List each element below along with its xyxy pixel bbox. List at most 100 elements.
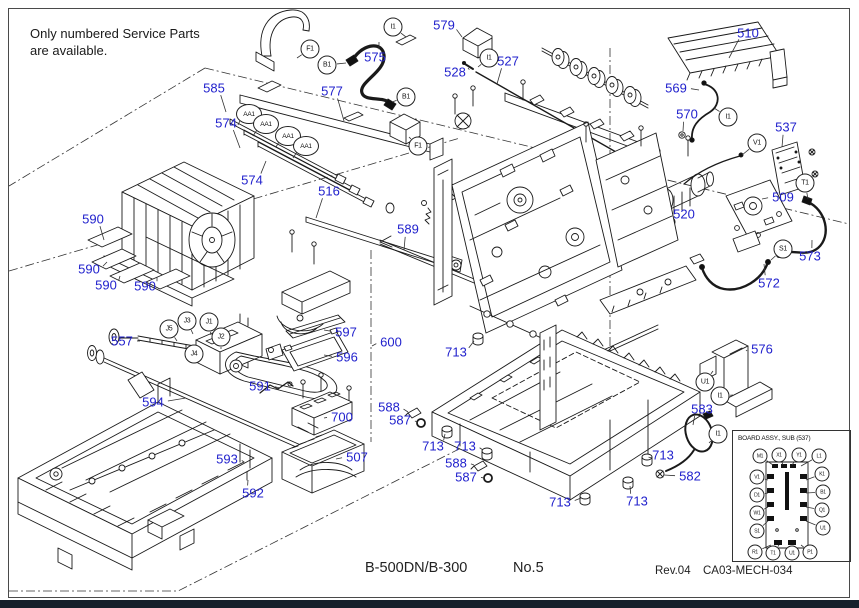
part-label-713: 713 <box>652 447 674 463</box>
connector-callout-I1: I1 <box>710 386 730 406</box>
part-label-713: 713 <box>454 438 476 454</box>
part-label-600: 600 <box>380 334 402 350</box>
footer-sheet-number: No.5 <box>513 560 544 576</box>
part-label-585: 585 <box>203 80 225 96</box>
part-label-713: 713 <box>445 344 467 360</box>
part-label-590: 590 <box>95 277 117 293</box>
part-label-507: 507 <box>346 449 368 465</box>
board-connector-Y1: Y1 <box>791 447 807 463</box>
part-label-570: 570 <box>676 106 698 122</box>
part-label-596: 596 <box>336 349 358 365</box>
eject-frame-art <box>667 21 788 89</box>
board-connector-L1: L1 <box>811 448 827 464</box>
connector-callout-J1: J1 <box>199 312 219 332</box>
part-label-569: 569 <box>665 80 687 96</box>
connector-callout-F1: F1 <box>300 39 320 59</box>
part-label-590: 590 <box>82 211 104 227</box>
board-connector-R1: R1 <box>747 544 763 560</box>
footer-revision: Rev.04 <box>655 565 691 577</box>
connector-callout-F1: F1 <box>408 136 428 156</box>
part-label-591: 591 <box>249 378 271 394</box>
part-label-588: 588 <box>378 399 400 415</box>
connector-callout-I1: I1 <box>479 48 499 68</box>
board-connector-B1: B1 <box>815 484 831 500</box>
board-assy-title: BOARD ASSY., SUB (537) <box>738 435 811 442</box>
board-connector-K1: K1 <box>814 466 830 482</box>
connector-callout-S1: S1 <box>773 239 793 259</box>
part-label-589: 589 <box>397 221 419 237</box>
part-label-700: 700 <box>331 409 353 425</box>
board-connector-U1: U1 <box>784 545 800 561</box>
board-connector-W1: W1 <box>749 505 765 521</box>
service-note-line2: are available. <box>30 42 108 58</box>
part-label-590: 590 <box>78 261 100 277</box>
board-connector-Q1: Q1 <box>814 502 830 518</box>
bottom-window-edge <box>0 600 859 608</box>
part-label-557: 557 <box>111 333 133 349</box>
connector-callout-J3: J3 <box>177 311 197 331</box>
part-label-590: 590 <box>134 278 156 294</box>
rollers-art <box>504 47 661 159</box>
connector-callout-AA1: AA1 <box>253 114 279 134</box>
fastener-art <box>404 407 714 483</box>
part-label-572: 572 <box>758 275 780 291</box>
paper-guide-duct-art <box>239 9 444 161</box>
part-label-510: 510 <box>737 25 759 41</box>
footer-document-code: CA03-MECH-034 <box>703 565 793 577</box>
part-label-713: 713 <box>626 493 648 509</box>
board-connector-P1: P1 <box>802 544 818 560</box>
board-connector-U1: U1 <box>815 520 831 536</box>
part-label-587: 587 <box>389 412 411 428</box>
brackets-art <box>389 27 493 145</box>
part-label-574: 574 <box>215 115 237 131</box>
part-label-516: 516 <box>318 183 340 199</box>
base-frame-art <box>431 324 701 501</box>
motor-bracket-art <box>725 179 793 253</box>
connector-callout-V1: V1 <box>747 133 767 153</box>
ink-tubes-art <box>229 118 375 208</box>
service-note: Only numbered Service Parts are availabl… <box>30 26 200 60</box>
sensor-cable-art <box>678 80 719 143</box>
connector-callout-J4: J4 <box>184 344 204 364</box>
connector-callout-J2: J2 <box>211 327 231 347</box>
part-label-574: 574 <box>241 172 263 188</box>
board-assy-callout-box <box>732 430 851 562</box>
part-label-582: 582 <box>679 468 701 484</box>
connector-callout-B1: B1 <box>396 87 416 107</box>
part-label-579: 579 <box>433 17 455 33</box>
main-mechanism-art <box>433 79 697 363</box>
part-label-713: 713 <box>422 438 444 454</box>
connector-callout-J5: J5 <box>159 319 179 339</box>
part-label-587: 587 <box>455 469 477 485</box>
part-label-509: 509 <box>772 189 794 205</box>
part-label-593: 593 <box>216 451 238 467</box>
part-label-527: 527 <box>497 53 519 69</box>
part-label-577: 577 <box>321 83 343 99</box>
part-label-576: 576 <box>751 341 773 357</box>
board-pcb-art <box>765 461 809 549</box>
board-connector-V1: V1 <box>749 469 765 485</box>
part-label-573: 573 <box>799 248 821 264</box>
part-label-713: 713 <box>549 494 571 510</box>
part-label-588: 588 <box>445 455 467 471</box>
part-label-575: 575 <box>364 49 386 65</box>
part-label-597: 597 <box>335 324 357 340</box>
board-connector-D1: D1 <box>749 487 765 503</box>
board-connector-S1: S1 <box>749 523 765 539</box>
part-label-583: 583 <box>691 401 713 417</box>
board-connector-X1: X1 <box>771 447 787 463</box>
board-connector-M1: M1 <box>752 448 768 464</box>
head-plates-art <box>259 314 352 405</box>
pump-assembly-art <box>276 229 351 335</box>
connector-callout-U1: U1 <box>695 372 715 392</box>
printer-chassis-art <box>17 371 273 571</box>
connector-callout-I1: I1 <box>383 17 403 37</box>
connector-callout-B1: B1 <box>317 55 337 75</box>
part-label-592: 592 <box>242 485 264 501</box>
part-label-528: 528 <box>444 64 466 80</box>
part-label-520: 520 <box>673 206 695 222</box>
